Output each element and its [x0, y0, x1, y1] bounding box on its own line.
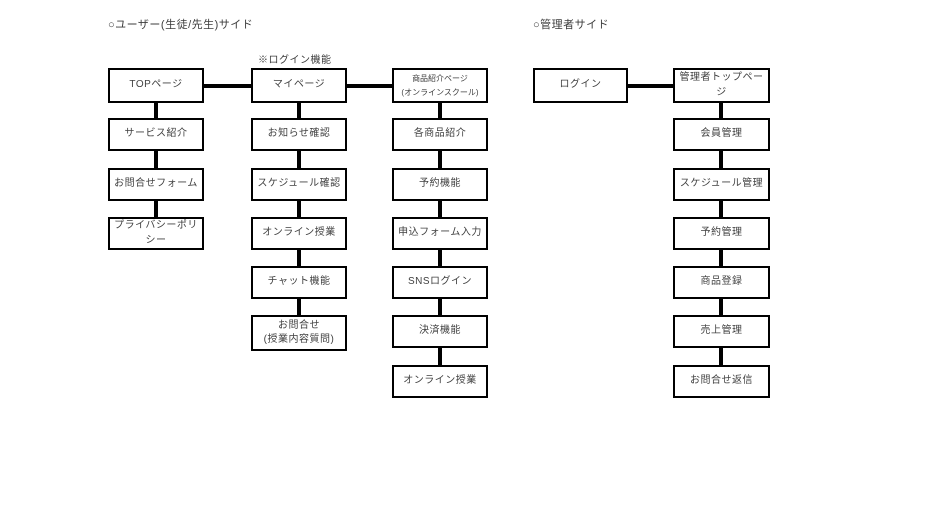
connector-col-c-3 — [438, 201, 442, 217]
connector-col-c-5 — [438, 299, 442, 315]
box-member-management: 会員管理 — [673, 118, 770, 151]
box-schedule-management: スケジュール管理 — [673, 168, 770, 201]
box-sns-login: SNSログイン — [392, 266, 488, 299]
box-product-registration: 商品登録 — [673, 266, 770, 299]
connector-col-d-4 — [719, 250, 723, 266]
box-privacy-policy: プライバシーポリシー — [108, 217, 204, 250]
connector-col-a-1 — [154, 103, 158, 118]
box-top-page: TOPページ — [108, 68, 204, 103]
box-online-class-2: オンライン授業 — [392, 365, 488, 398]
connector-login-to-admintop — [628, 84, 673, 88]
connector-col-c-1 — [438, 103, 442, 118]
box-contact-form: お問合せフォーム — [108, 168, 204, 201]
connector-col-b-2 — [297, 151, 301, 168]
connector-col-b-4 — [297, 250, 301, 266]
connector-col-d-6 — [719, 348, 723, 365]
box-online-class: オンライン授業 — [251, 217, 347, 250]
connector-mypage-to-product — [347, 84, 392, 88]
box-my-page: マイページ — [251, 68, 347, 103]
box-service-intro: サービス紹介 — [108, 118, 204, 151]
connector-col-d-2 — [719, 151, 723, 168]
connector-col-b-5 — [297, 299, 301, 315]
connector-col-c-4 — [438, 250, 442, 266]
box-reservation: 予約機能 — [392, 168, 488, 201]
connector-col-a-3 — [154, 201, 158, 217]
box-admin-top-page: 管理者トップページ — [673, 68, 770, 103]
connector-col-d-5 — [719, 299, 723, 315]
connector-col-b-1 — [297, 103, 301, 118]
box-schedule-check: スケジュール確認 — [251, 168, 347, 201]
connector-col-b-3 — [297, 201, 301, 217]
login-function-note: ※ログイン機能 — [258, 55, 332, 66]
box-contact-question: お問合せ (授業内容質問) — [251, 315, 347, 351]
user-side-heading: ○ユーザー(生徒/先生)サイド — [108, 19, 254, 31]
box-contact-reply: お問合せ返信 — [673, 365, 770, 398]
connector-col-d-1 — [719, 103, 723, 118]
box-chat-function: チャット機能 — [251, 266, 347, 299]
connector-col-a-2 — [154, 151, 158, 168]
connector-top-to-mypage — [204, 84, 251, 88]
connector-col-d-3 — [719, 201, 723, 217]
box-admin-login: ログイン — [533, 68, 628, 103]
box-news-check: お知らせ確認 — [251, 118, 347, 151]
box-application-form: 申込フォーム入力 — [392, 217, 488, 250]
box-product-intro-page: 商品紹介ページ (オンラインスクール) — [392, 68, 488, 103]
connector-col-c-2 — [438, 151, 442, 168]
box-reservation-management: 予約管理 — [673, 217, 770, 250]
box-payment: 決済機能 — [392, 315, 488, 348]
admin-side-heading: ○管理者サイド — [533, 19, 610, 31]
box-each-product-intro: 各商品紹介 — [392, 118, 488, 151]
box-sales-management: 売上管理 — [673, 315, 770, 348]
connector-col-c-6 — [438, 348, 442, 365]
